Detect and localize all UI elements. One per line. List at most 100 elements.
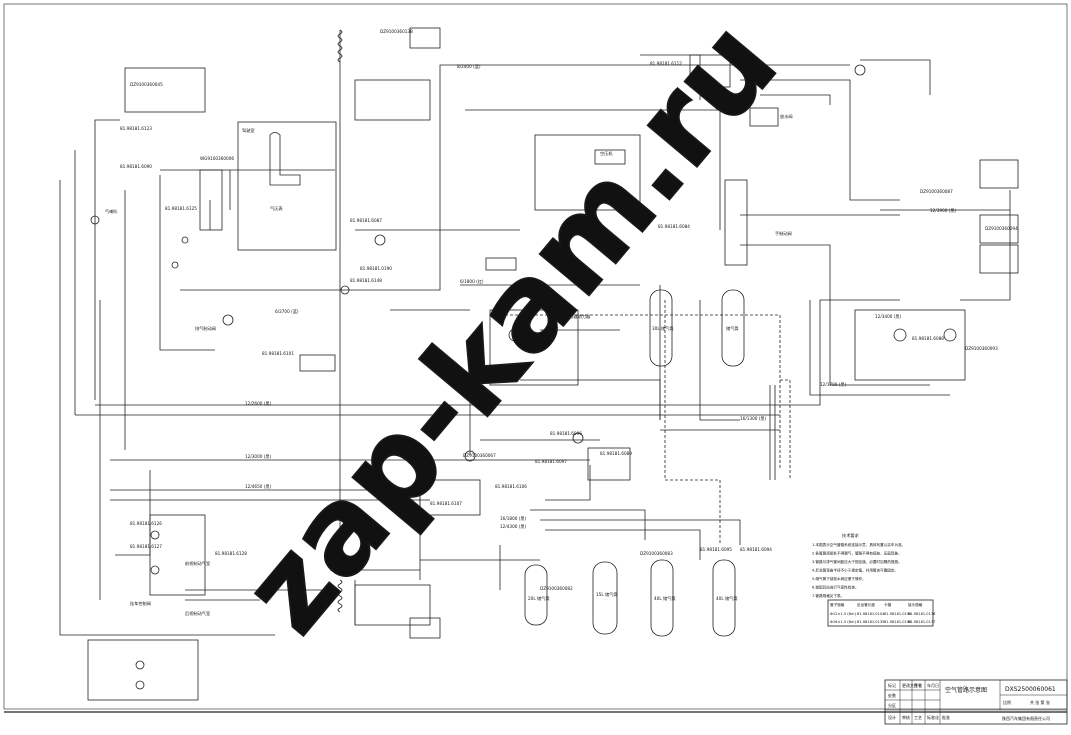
notes-line: 5.储气筒下部放水阀应便于操作。: [812, 576, 866, 581]
notes-heading: 技术要求: [842, 532, 860, 539]
notes-line: 1.本图表示空气管路系统连接示意，具体布置以实车为准。: [812, 542, 905, 547]
sheet-label: 共 张 第 张: [1030, 699, 1050, 705]
tank-15l: [592, 561, 618, 635]
valve-circle-16: [854, 64, 866, 76]
label-part-10: 81.98181.6095: [700, 547, 732, 552]
module-box-right-lower: [979, 244, 1019, 274]
valve-circle-14: [135, 680, 145, 690]
label-exhaust: 排气制动阀: [195, 325, 216, 332]
pipe-trunk-3: [95, 299, 900, 406]
label-pipe-k: 12/4300 (黑): [500, 524, 527, 530]
notes-table-cell: 81.98181.0196: [884, 620, 912, 624]
label-cab-valve: 81.98181.6101: [262, 351, 294, 356]
notes-line: 3.管路与排气管间距应大于规定值，必要时加隔热措施。: [812, 559, 902, 564]
pipe-trunk-32: [545, 465, 591, 501]
valve-circle-15: [508, 328, 522, 342]
label-four-circuit: 81.98181.6088: [912, 336, 944, 341]
module-box-top-left: [124, 67, 206, 113]
label-part-14: 81.98181.6097: [535, 459, 567, 464]
notes-table-cell: Φ12×1.5 (8m): [830, 612, 856, 616]
title-block-grid: [885, 680, 1067, 724]
notes-table-header: 卡箍: [884, 602, 892, 607]
pipe-trunk-44: [960, 190, 1011, 301]
label-part-2: 81.98181.6090: [120, 164, 152, 169]
label-tank-30l: 30L 储气筒: [652, 325, 674, 332]
pipe-trunk-46: [115, 470, 151, 556]
pipe-trunk-8: [94, 119, 120, 400]
label-part-7: WG9100360006: [200, 156, 234, 161]
tank-20l-a: [524, 564, 548, 626]
label-part-16: 81.98181.6107: [430, 501, 462, 506]
label-hand-valve: 手制动阀: [775, 230, 792, 237]
label-pipe-f: 12/4650 (黑): [245, 484, 272, 490]
module-box-relay: [587, 447, 631, 481]
coil-hose-bottom: [337, 579, 343, 613]
pipe-trunk-28: [545, 529, 701, 560]
valve-circle-10: [943, 328, 957, 342]
module-box-top-right-2: [749, 107, 779, 127]
label-front-axle: 前桥制动气室: [185, 560, 210, 567]
title-block-role-3: 工艺: [914, 715, 922, 720]
label-dryer: 81.98181.6084: [658, 224, 690, 229]
label-pipe-l: 12/3400 (黑): [875, 314, 902, 320]
label-pipe-e: 12/3000 (黑): [245, 454, 272, 460]
valve-circle-12: [150, 565, 160, 575]
label-pipe-i: 12/3900 (黑): [930, 208, 957, 214]
module-box-spec-table-top: [354, 79, 431, 121]
label-trailer: 挂车控制阀: [130, 600, 151, 607]
pipe-dashed-2: [490, 314, 781, 470]
frame-border: [3, 3, 1068, 710]
title-block-role-2: 审核: [902, 714, 910, 720]
module-box-right-col: [724, 179, 748, 266]
label-part-5: 81.98181.6127: [130, 544, 162, 549]
module-box-bottom-left: [87, 639, 199, 701]
pipe-dashed-1: [664, 300, 721, 545]
label-pipe-d: 16/1300 (黑): [740, 416, 767, 422]
valve-circle-8: [340, 285, 350, 295]
module-box-notes-table: [827, 599, 934, 627]
label-part-9: DZ9100360083: [640, 551, 673, 556]
label-tank-40l-a: 40L 储气筒: [654, 595, 676, 602]
label-tank-20l-a: 20L 储气筒: [528, 595, 550, 602]
notes-table-header: 尼龙管长度: [857, 602, 875, 607]
pipe-trunk-41: [860, 59, 931, 95]
title-block: [884, 679, 1068, 725]
label-part-20: DZ9100360094: [985, 226, 1018, 231]
title-block-role-4: 标准化: [927, 714, 939, 720]
module-box-top-small: [485, 257, 517, 271]
label-part-22: 81.98181.6112: [650, 61, 682, 66]
label-part-4: 81.98181.6126: [130, 521, 162, 526]
label-part-1: 81.98181.6123: [120, 126, 152, 131]
valve-circle-3: [464, 450, 476, 462]
module-box-top-right-1: [689, 54, 731, 88]
title-block-row-1: 标记: [888, 682, 896, 688]
module-box-center: [534, 134, 641, 211]
drawing-code: DXS2500060061: [1005, 686, 1056, 693]
valve-circle-5: [90, 215, 100, 225]
pipe-trunk-10: [59, 180, 275, 636]
label-pipe-h: 6/2700 (蓝): [275, 308, 299, 314]
label-cab-label: 驾驶室: [242, 127, 255, 134]
label-air-tank-small: 储气筒: [726, 325, 739, 332]
title-block-role-5: 批准: [942, 714, 950, 720]
valve-circle-13: [135, 660, 145, 670]
module-box-center-small: [594, 149, 626, 165]
label-part-13: 81.98181.6096: [550, 431, 582, 436]
module-box-right-mid: [979, 214, 1019, 244]
drawing-title: 空气管路示意图: [945, 686, 987, 694]
notes-table-cell: 81.98181.0177: [908, 620, 935, 624]
label-clutch: 离合器助力器: [565, 313, 591, 320]
module-box-center-valve: [419, 479, 481, 516]
label-pipe-c: 12/2600 (黑): [245, 401, 272, 407]
label-rear-axle: 后桥制动气室: [185, 610, 210, 617]
title-block-row-5: 签名: [914, 682, 922, 688]
notes-line: 7.管路规格见下表。: [812, 593, 844, 598]
pipe-trunk-15: [465, 109, 721, 230]
tank-30l-a: [649, 289, 673, 367]
pipe-trunk-1: [180, 64, 850, 291]
label-top-hose: DZ9100360138: [380, 29, 413, 34]
module-box-right: [854, 309, 966, 381]
label-pipe-g: 6/1800 (红): [460, 278, 484, 284]
